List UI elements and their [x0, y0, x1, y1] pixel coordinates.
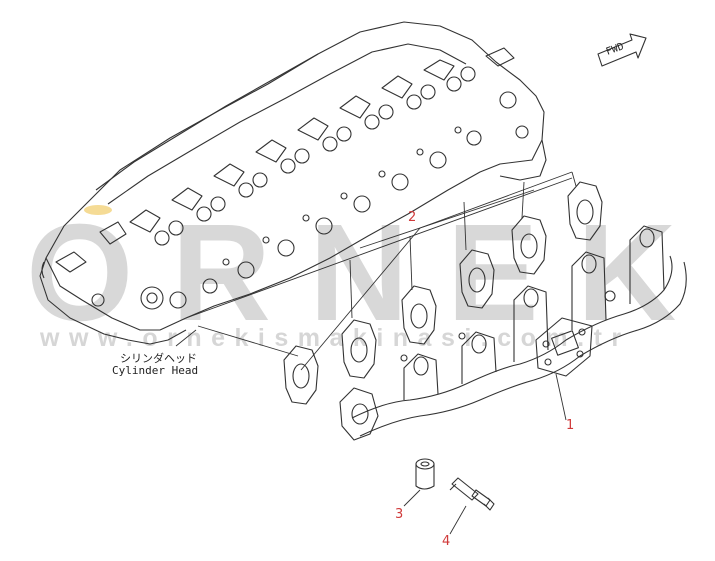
- leader-line-head: [175, 329, 197, 347]
- cylinder-head: [39, 21, 547, 345]
- cylinder-head-label-en: Cylinder Head: [112, 364, 199, 377]
- leader-line-4: [449, 505, 467, 535]
- callout-4: 4: [442, 534, 451, 549]
- callout-2: 2: [408, 210, 417, 225]
- fwd-arrow-icon: [597, 33, 647, 67]
- leader-line-3: [403, 489, 421, 507]
- cylinder-head-label-jp: シリンダヘッド: [120, 352, 197, 365]
- leader-line-1: [555, 373, 567, 421]
- gaskets: [283, 181, 603, 405]
- callout-3: 3: [395, 507, 404, 522]
- spacer: [415, 458, 435, 490]
- exhaust-manifold: [339, 225, 687, 441]
- callout-1: 1: [566, 418, 575, 433]
- leader-lines-2: [185, 171, 577, 371]
- bolt: [449, 477, 495, 511]
